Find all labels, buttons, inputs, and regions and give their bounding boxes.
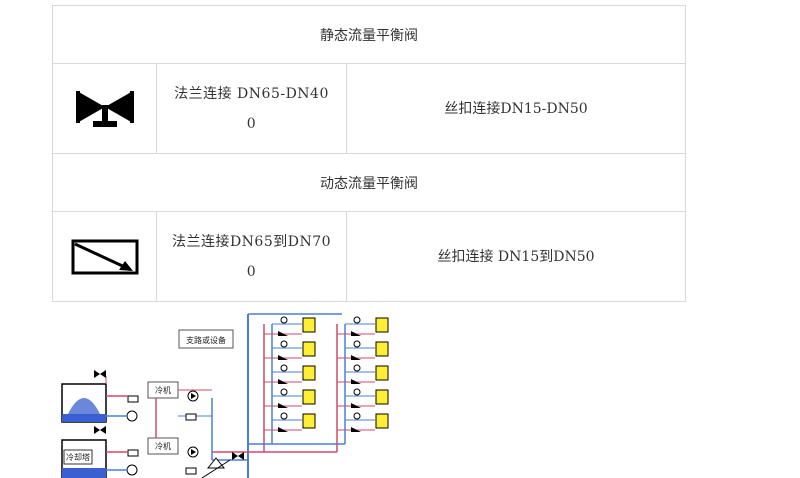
valve-spec-table: 静态流量平衡阀 法兰连接 DN65-DN400 丝扣连接DN15-DN50 动态… (52, 5, 686, 302)
hvac-system-diagram: 支路或设备 冷机 冷机 冷却塔 (61, 313, 389, 478)
dynamic-thread-text: 丝扣连接 DN15到DN50 (437, 248, 595, 265)
branch-device-label: 支路或设备 (186, 335, 226, 345)
dynamic-valve-title: 动态流量平衡阀 (52, 153, 686, 212)
static-balance-valve-icon (75, 90, 134, 127)
terminal-units-left (264, 316, 316, 432)
terminal-units-right (337, 316, 389, 432)
dynamic-flange-text: 法兰连接DN65到DN700 (171, 233, 332, 280)
static-valve-icon-cell (52, 63, 157, 154)
chiller-label-2: 冷机 (155, 441, 171, 451)
static-flange-text: 法兰连接 DN65-DN400 (174, 85, 329, 132)
chiller-label-1: 冷机 (155, 385, 171, 395)
dynamic-balance-valve-icon (71, 239, 138, 274)
cooling-tower-label: 冷却塔 (66, 452, 90, 462)
static-thread-text: 丝扣连接DN15-DN50 (444, 100, 588, 117)
dynamic-valve-icon-cell (52, 211, 157, 302)
static-flange-cell: 法兰连接 DN65-DN400 (156, 63, 347, 154)
static-thread-cell: 丝扣连接DN15-DN50 (346, 63, 686, 154)
dynamic-thread-cell: 丝扣连接 DN15到DN50 (346, 211, 686, 302)
static-valve-title: 静态流量平衡阀 (52, 5, 686, 64)
dynamic-flange-cell: 法兰连接DN65到DN700 (156, 211, 347, 302)
